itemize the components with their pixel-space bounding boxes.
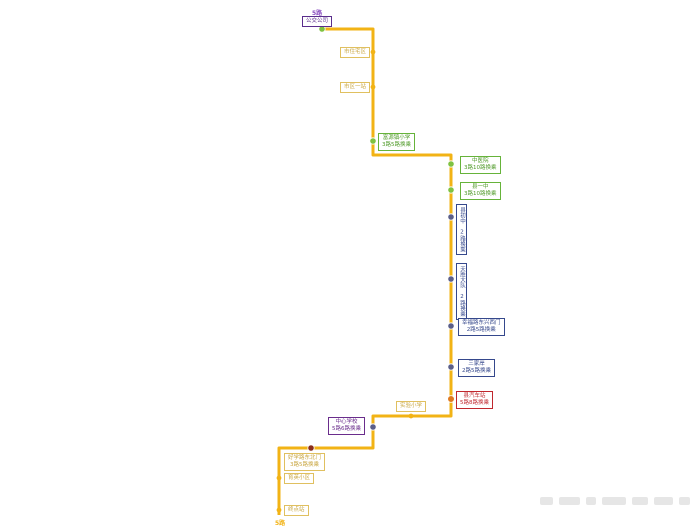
stop-dot-s13[interactable] (369, 423, 377, 431)
stop-transfer: 3路5路换乘 (382, 142, 411, 148)
stop-dot-s8[interactable] (447, 275, 455, 283)
stop-name: 公交公司 (306, 18, 329, 24)
stop-name: 县一中 (471, 184, 489, 190)
stop-transfer: 2路5路换乘 (462, 368, 491, 374)
stop-label-s3[interactable]: 市区一站 (340, 82, 371, 93)
stop-name: 好学路东北门 (288, 455, 322, 461)
stop-name: 市住宅区 (344, 49, 367, 55)
stop-label-s8[interactable]: 天胜大队 2路换乘 (456, 263, 467, 320)
route-name-bottom: 5路 (275, 520, 286, 527)
stop-name: 天胜大队 (459, 266, 465, 288)
route-line (277, 27, 453, 515)
stop-dot-s10[interactable] (447, 363, 455, 371)
stop-label-s14[interactable]: 好学路东北门 3路5路换乘 (284, 453, 326, 471)
stop-name: 终点站 (288, 507, 305, 513)
stop-name: 育英小区 (288, 475, 311, 481)
stop-name: 幸福路东兴西门 (462, 320, 501, 326)
stop-name: 市区一站 (344, 84, 367, 90)
stop-dot-s2[interactable] (370, 49, 376, 55)
stop-transfer: 3路10路换乘 (464, 165, 497, 171)
watermark (540, 494, 691, 508)
stop-label-s12[interactable]: 实验小学 (396, 401, 427, 412)
stop-name: 县汽车站 (463, 393, 486, 399)
stop-dot-s9[interactable] (447, 322, 455, 330)
stop-dot-s6[interactable] (447, 186, 455, 194)
stop-transfer: 2路换乘 (459, 294, 465, 317)
stop-dot-s7[interactable] (447, 213, 455, 221)
stop-label-s1[interactable]: 公交公司 (302, 16, 333, 27)
stop-name: 三家岸 (468, 361, 485, 367)
stop-transfer: 5路8路换乘 (460, 400, 489, 406)
stop-label-s9[interactable]: 幸福路东兴西门 2路5路换乘 (458, 318, 505, 336)
stop-transfer: 3路10路换乘 (464, 191, 497, 197)
stop-name: 实验小学 (400, 403, 423, 409)
stop-label-s5[interactable]: 中医院 3路10路换乘 (460, 156, 501, 174)
stop-label-s11[interactable]: 县汽车站 5路8路换乘 (456, 391, 493, 409)
stop-dot-s14[interactable] (307, 444, 315, 452)
stop-label-s2[interactable]: 市住宅区 (340, 47, 371, 58)
stop-name: 富源镇小学 (382, 135, 411, 141)
stop-dot-s3[interactable] (370, 84, 376, 90)
stop-dot-s11[interactable] (447, 395, 455, 403)
route-name-top: 5路 (312, 10, 323, 17)
stop-label-s10[interactable]: 三家岸 2路5路换乘 (458, 359, 495, 377)
stop-transfer: 3路5路换乘 (290, 462, 319, 468)
stop-label-s13[interactable]: 中心学校 5路6路换乘 (328, 417, 365, 435)
stop-transfer: 2路换乘 (459, 229, 465, 253)
stop-label-s15[interactable]: 育英小区 (284, 473, 315, 484)
stop-name: 中医院 (471, 158, 489, 164)
stop-dot-s16[interactable] (276, 507, 282, 513)
stop-dot-s12[interactable] (408, 413, 414, 419)
stop-label-s4[interactable]: 富源镇小学 3路5路换乘 (378, 133, 415, 151)
stop-dot-s5[interactable] (447, 160, 455, 168)
stop-dot-s4[interactable] (369, 137, 377, 145)
stop-label-s6[interactable]: 县一中 3路10路换乘 (460, 182, 501, 200)
stop-transfer: 2路5路换乘 (466, 327, 496, 333)
stop-transfer: 5路6路换乘 (332, 426, 361, 432)
stop-name: 中心学校 (335, 419, 358, 425)
stop-name: 县初中 (459, 207, 465, 224)
stop-dot-s15[interactable] (276, 475, 282, 481)
stop-label-s7[interactable]: 县初中 2路换乘 (456, 204, 467, 255)
stop-label-s16[interactable]: 终点站 (284, 505, 309, 516)
